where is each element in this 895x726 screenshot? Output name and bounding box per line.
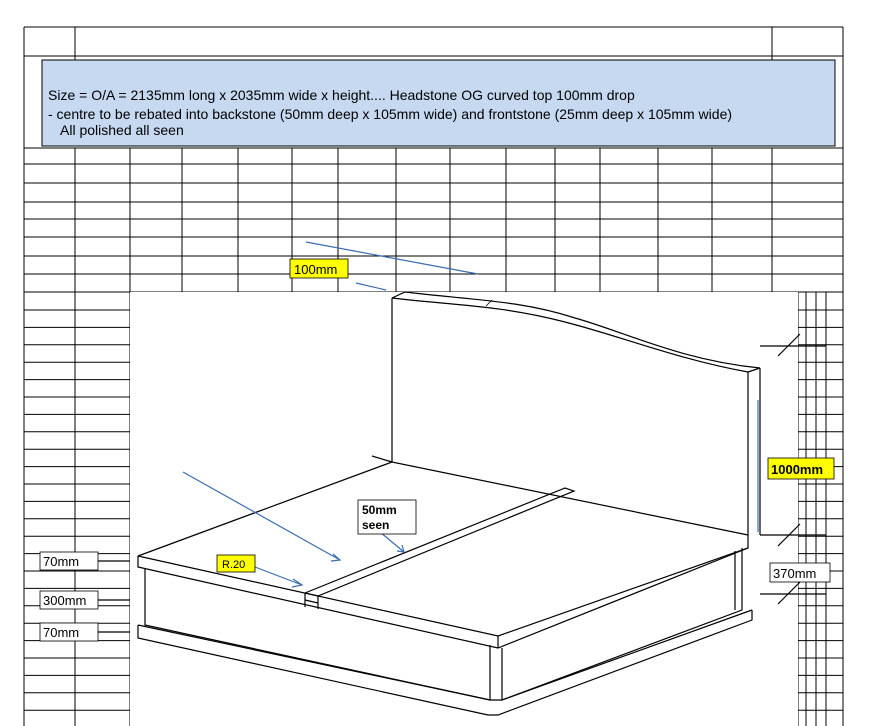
spec-line-3: All polished all seen [60, 122, 184, 138]
kerb-base [137, 548, 753, 716]
label-left-mid-text: 300mm [43, 593, 86, 608]
drawing-area [130, 292, 798, 726]
label-left-top-text: 70mm [43, 554, 79, 569]
label-drop-text: 100mm [294, 262, 337, 277]
spec-line-2: - centre to be rebated into backstone (5… [48, 106, 732, 122]
spec-line-1: Size = O/A = 2135mm long x 2035mm wide x… [48, 87, 635, 103]
label-seen-line-2: seen [362, 518, 389, 532]
leader-arrows [182, 241, 759, 588]
label-left-mid: 300mm [39, 590, 99, 610]
label-base: 370mm [769, 562, 831, 583]
label-drop: 100mm [289, 258, 349, 279]
ledger-slabs [137, 455, 749, 649]
label-height-text: 1000mm [771, 462, 823, 477]
headstone [391, 291, 761, 535]
spec-box [41, 59, 836, 147]
label-seen-line-1: 50mm [362, 503, 397, 517]
label-radius: R.20 [216, 554, 256, 573]
label-left-top: 70mm [39, 551, 99, 571]
label-height: 1000mm [767, 457, 835, 480]
dimension-ticks [760, 333, 826, 605]
label-left-bot: 70mm [39, 622, 99, 642]
label-left-bot-text: 70mm [43, 625, 79, 640]
label-radius-text: R.20 [222, 559, 245, 571]
label-base-text: 370mm [773, 566, 816, 581]
label-seen: 50mm seen [357, 499, 417, 535]
left-leaders [98, 560, 130, 633]
